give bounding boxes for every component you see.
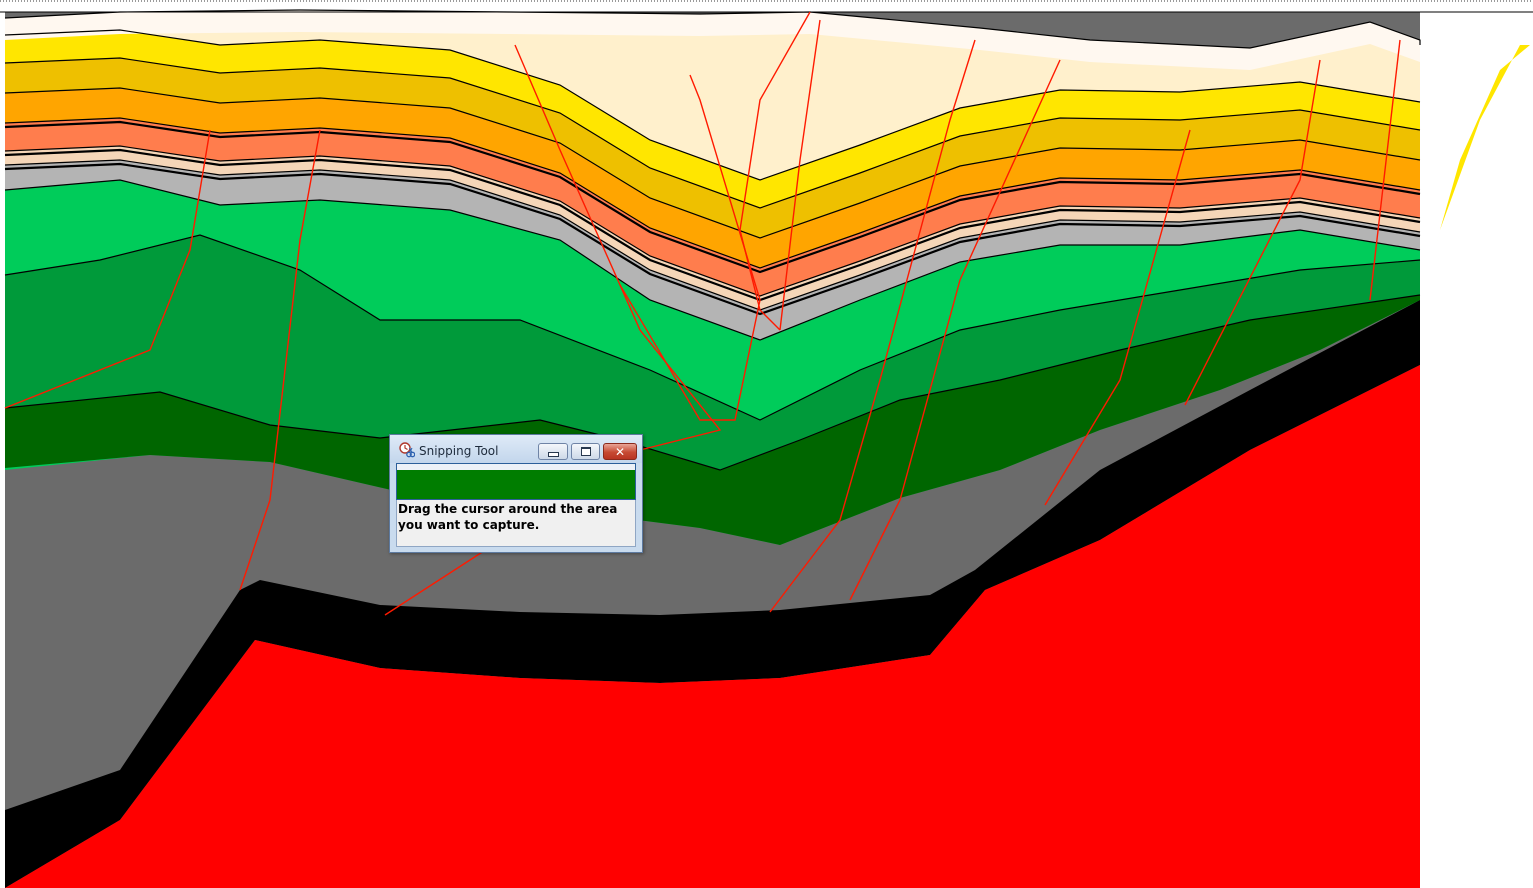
close-button[interactable]: ✕: [603, 443, 637, 460]
horizon-line: [4, 179, 1421, 341]
close-icon: ✕: [614, 444, 626, 459]
horizon-line: [4, 117, 1421, 269]
snipping-tool-titlebar[interactable]: Snipping Tool ✕: [390, 435, 642, 463]
fault-line: [1369, 39, 1401, 301]
minimize-icon: [547, 452, 559, 457]
fault-line: [1184, 59, 1321, 406]
horizon-line: [4, 9, 1421, 49]
snipping-tool-window[interactable]: Snipping Tool ✕ Drag the cursor around t…: [389, 434, 643, 553]
horizon-lines: [0, 9, 1533, 471]
fault-line: [4, 129, 211, 409]
top-border-dotted: [0, 0, 1533, 2]
horizon-line: [4, 148, 1421, 302]
fault-line: [239, 129, 321, 591]
horizon-line: [4, 162, 1421, 316]
horizon-line: [4, 29, 1421, 181]
snipping-tool-body: Drag the cursor around the area you want…: [396, 500, 636, 547]
mid-green-layer: [5, 235, 1420, 470]
minimize-button[interactable]: [538, 443, 568, 460]
horizon-line: [4, 234, 1421, 421]
maximize-button[interactable]: [571, 443, 600, 460]
horizon-line: [4, 57, 1421, 209]
toolbar-strip: [397, 464, 635, 470]
fault-line: [739, 11, 811, 331]
horizon-line: [4, 120, 1421, 274]
fault-line: [849, 59, 1061, 601]
red-basement: [5, 365, 1420, 888]
black-band: [5, 300, 1420, 888]
fault-line: [619, 74, 761, 421]
fault-line: [769, 39, 976, 613]
strata-layers: [5, 10, 1533, 888]
instruction-message: Drag the cursor around the area you want…: [398, 502, 618, 532]
horizon-line: [4, 87, 1421, 239]
fault-lines: [4, 11, 1401, 616]
horizon-line: [4, 145, 1421, 297]
snipping-toolbar[interactable]: [396, 463, 636, 500]
horizon-line: [4, 294, 1421, 471]
window-title: Snipping Tool: [419, 444, 499, 458]
light-gray-layer: [5, 160, 1420, 340]
peach-layer: [5, 146, 1420, 310]
gold-layer: [5, 58, 1420, 238]
pale-cream-layer: [5, 10, 1420, 70]
fault-line: [384, 44, 722, 616]
maximize-icon: [580, 447, 591, 456]
dark-green-layer: [5, 295, 1420, 545]
fault-line: [1044, 129, 1191, 506]
horizon-line: [4, 159, 1421, 311]
orange-layer: [5, 88, 1420, 268]
scissors-icon: [399, 442, 415, 458]
fault-line: [779, 19, 821, 331]
right-margin: [1420, 40, 1533, 888]
